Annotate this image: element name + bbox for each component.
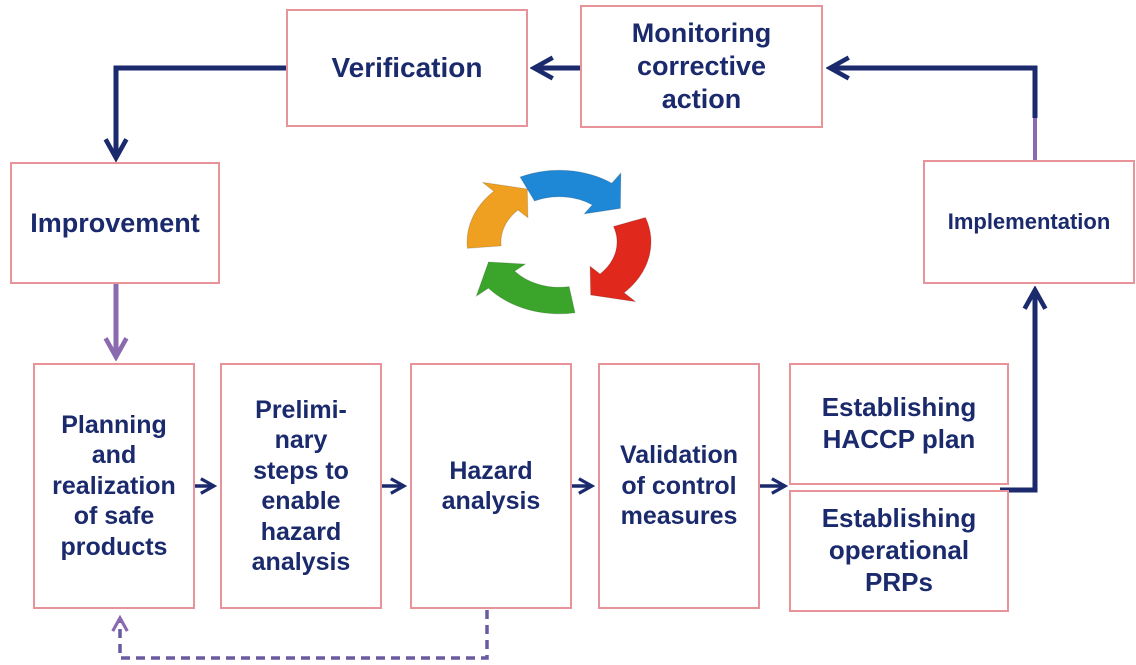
planning-box: Planning and realization of safe product… [33,363,195,609]
validation-box: Validation of control measures [598,363,760,609]
preliminary-steps-box: Prelimi- nary steps to enable hazard ana… [220,363,382,609]
arrow-verification-to-improvement [116,65,286,158]
operational-prps-box: Establishing operational PRPs [789,490,1009,612]
cycle-arrow-red [589,216,652,303]
circular-arrows-icon [466,169,652,315]
hazard-analysis-box: Hazard analysis [410,363,572,609]
verification-box: Verification [286,9,528,127]
cycle-arrow-blue [519,169,622,215]
dashed-feedback-hazard-to-planning [120,610,489,660]
monitoring-corrective-action-box: Monitoring corrective action [580,5,823,128]
improvement-box: Improvement [10,162,220,284]
implementation-box: Implementation [923,160,1135,284]
cycle-arrow-orange [466,181,529,249]
cycle-arrow-green [475,261,576,315]
haccp-plan-box: Establishing HACCP plan [789,363,1009,485]
arrow-implementation-to-monitoring [830,68,1038,118]
arrow-plans-to-implementation [1000,290,1035,493]
